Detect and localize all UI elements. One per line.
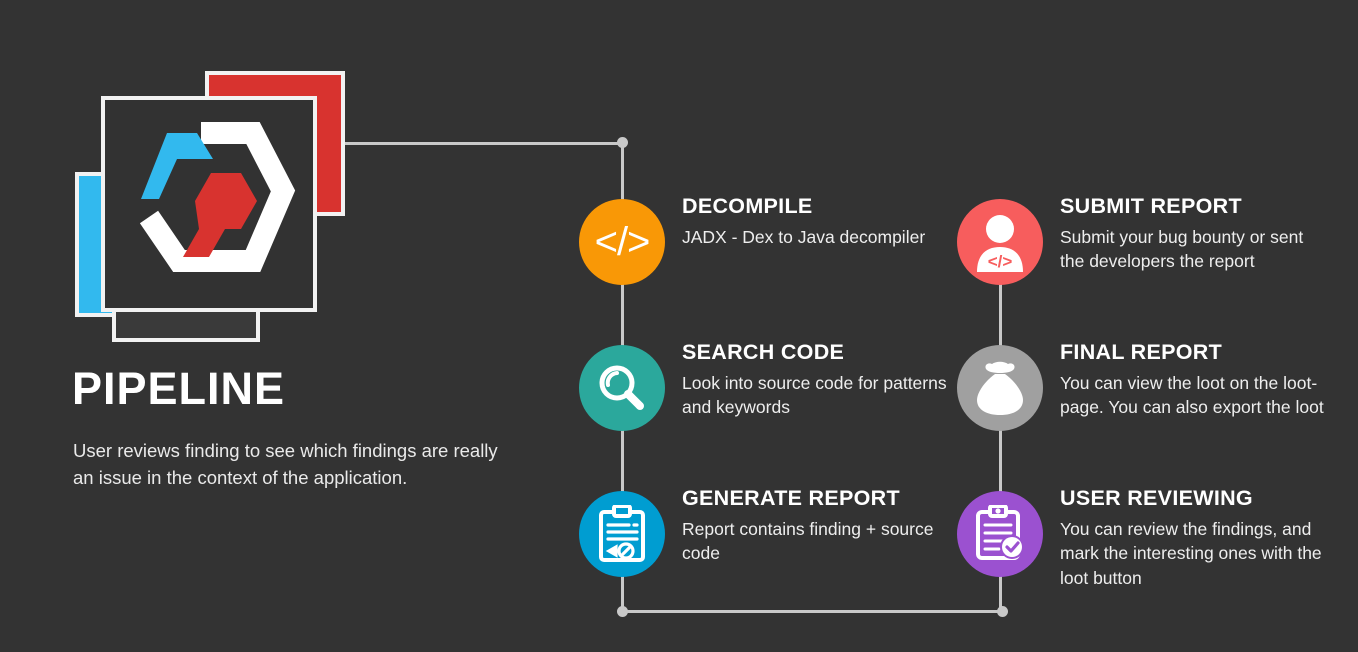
logo-card-front bbox=[101, 96, 317, 312]
logo-chevron-blue bbox=[141, 133, 213, 199]
logo-hexagon-mark bbox=[139, 122, 296, 272]
step-search-code-description: Look into source code for patterns and k… bbox=[682, 372, 947, 418]
clipboard-check-icon bbox=[976, 505, 1024, 560]
step-search-code-icon-circle[interactable] bbox=[579, 345, 665, 431]
step-final-report-title: FINAL REPORT bbox=[1060, 340, 1223, 364]
step-generate-report-description: Report contains finding + source code bbox=[682, 518, 934, 564]
step-user-reviewing-title: USER REVIEWING bbox=[1060, 486, 1253, 510]
magnifier-icon bbox=[599, 365, 644, 410]
step-user-reviewing-text: USER REVIEWING You can review the findin… bbox=[1060, 486, 1325, 591]
connector-down-to-decompile bbox=[621, 142, 624, 204]
step-generate-report-icon-circle[interactable] bbox=[579, 491, 665, 577]
step-search-code-text: SEARCH CODE Look into source code for pa… bbox=[682, 340, 947, 420]
step-generate-report-title: GENERATE REPORT bbox=[682, 486, 900, 510]
pipeline-logo bbox=[72, 66, 362, 351]
step-user-reviewing-description: You can review the findings, and mark th… bbox=[1060, 518, 1322, 589]
connector-logo-to-decompile bbox=[342, 142, 626, 145]
svg-text:</>: </> bbox=[988, 252, 1013, 271]
step-decompile-description: JADX - Dex to Java decompiler bbox=[682, 226, 926, 247]
step-decompile-icon-circle[interactable]: </> bbox=[579, 199, 665, 285]
step-final-report-description: You can view the loot on the loot-page. … bbox=[1060, 372, 1324, 418]
connector-decompile-to-search bbox=[621, 278, 624, 350]
logo-key-red bbox=[183, 173, 257, 257]
step-submit-report-icon-circle[interactable]: </> bbox=[957, 199, 1043, 285]
connector-dot-bottom-left bbox=[617, 606, 628, 617]
step-decompile-title: DECOMPILE bbox=[682, 194, 813, 218]
page-title: PIPELINE bbox=[72, 363, 286, 414]
step-final-report-icon-circle[interactable] bbox=[957, 345, 1043, 431]
step-submit-report-title: SUBMIT REPORT bbox=[1060, 194, 1242, 218]
connector-search-to-generate bbox=[621, 424, 624, 496]
connector-final-to-submit bbox=[999, 278, 1002, 350]
page-description: User reviews finding to see which findin… bbox=[73, 440, 498, 488]
step-user-reviewing-icon-circle[interactable] bbox=[957, 491, 1043, 577]
connector-user-reviewing-to-final bbox=[999, 424, 1002, 496]
step-submit-report-text: SUBMIT REPORT Submit your bug bounty or … bbox=[1060, 194, 1325, 274]
connector-dot-top-left bbox=[617, 137, 628, 148]
step-decompile-text: DECOMPILE JADX - Dex to Java decompiler bbox=[682, 194, 947, 249]
connector-bottom-to-user-reviewing bbox=[999, 570, 1002, 615]
step-final-report-text: FINAL REPORT You can view the loot on th… bbox=[1060, 340, 1325, 420]
code-brackets-icon: </> bbox=[594, 220, 651, 264]
step-submit-report-description: Submit your bug bounty or sent the devel… bbox=[1060, 226, 1304, 272]
developer-person-icon: </> bbox=[977, 215, 1023, 272]
step-search-code-title: SEARCH CODE bbox=[682, 340, 845, 364]
connector-dot-bottom-right bbox=[997, 606, 1008, 617]
clipboard-report-icon bbox=[599, 505, 645, 562]
loot-bag-icon bbox=[977, 361, 1023, 415]
step-generate-report-text: GENERATE REPORT Report contains finding … bbox=[682, 486, 947, 566]
connector-generate-to-bottom bbox=[621, 570, 624, 615]
connector-bottom-rail bbox=[621, 610, 1003, 613]
